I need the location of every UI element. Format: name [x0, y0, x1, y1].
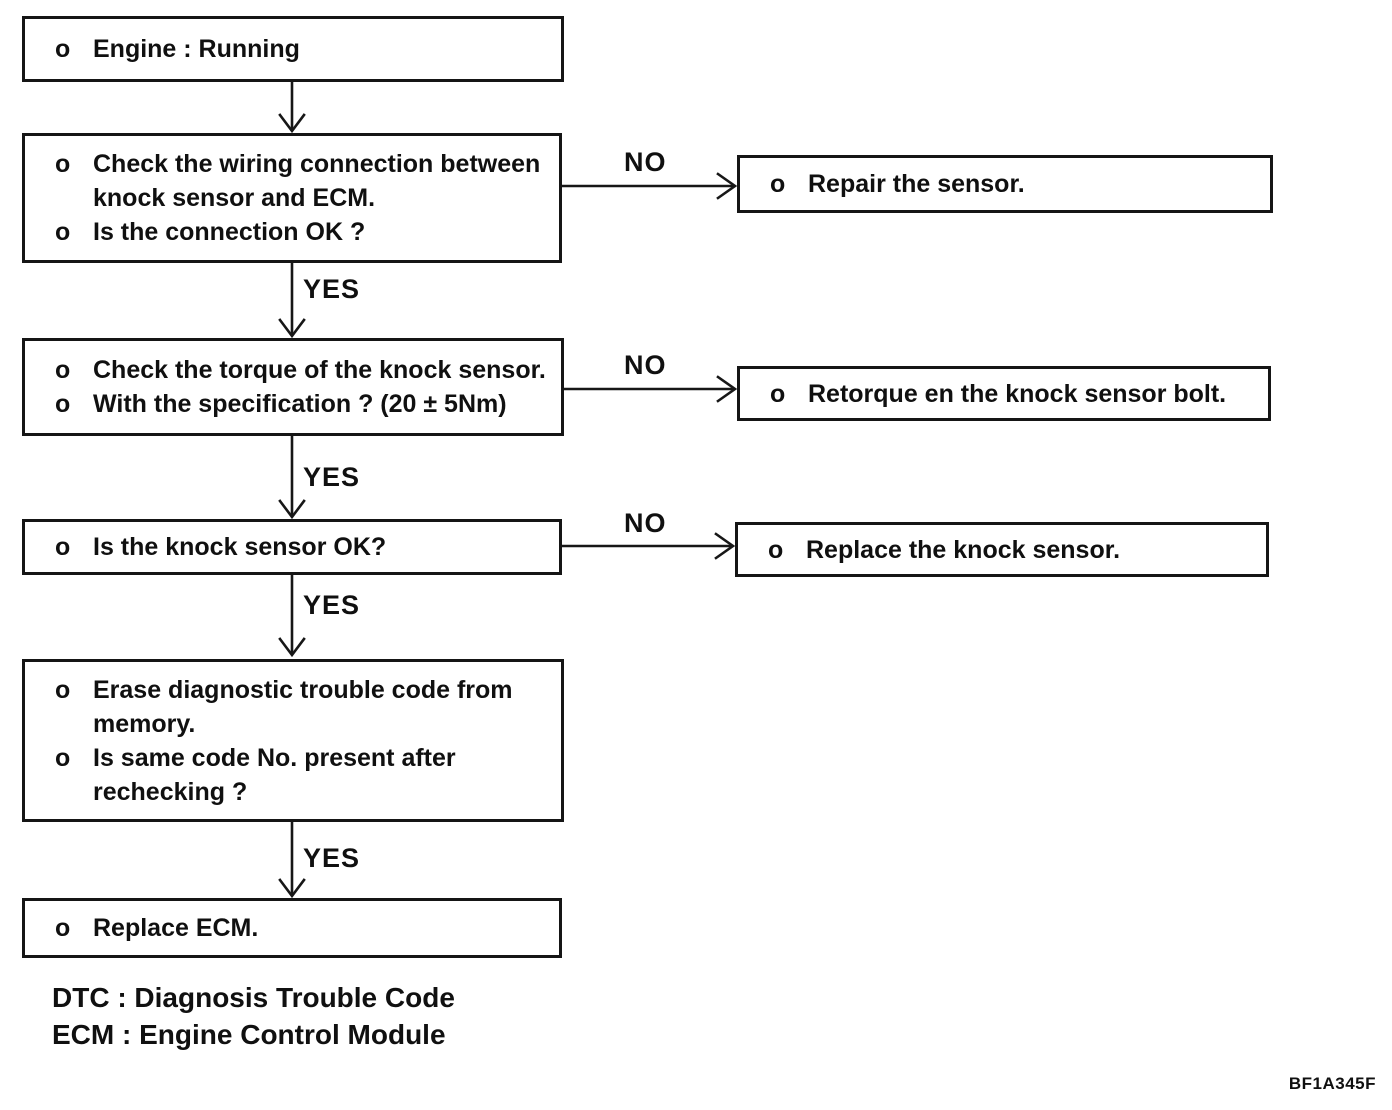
footnote-dtc: DTC : Diagnosis Trouble Code: [52, 982, 455, 1013]
bullet-item: o Repair the sensor.: [770, 167, 1266, 201]
edge-label-no-2: NO: [624, 350, 667, 380]
bullet-text: Is the knock sensor OK?: [93, 533, 387, 561]
bullet-item: o Check the wiring connection between kn…: [55, 147, 555, 215]
arrowhead-down-icon: [278, 318, 306, 339]
bullet-marker: o: [55, 218, 71, 246]
bullet-item: o Check the torque of the knock sensor.: [55, 353, 557, 387]
footnote-ecm: ECM : Engine Control Module: [52, 1019, 446, 1050]
footnotes: DTC : Diagnosis Trouble Code ECM : Engin…: [52, 979, 455, 1053]
bullet-marker: o: [55, 914, 71, 942]
bullet-text: Check the wiring connection between knoc…: [93, 150, 541, 212]
bullet-item: o Erase diagnostic trouble code from mem…: [55, 673, 557, 741]
bullet-marker: o: [55, 533, 71, 561]
bullet-text: Replace ECM.: [93, 914, 259, 942]
bullet-text: Retorque en the knock sensor bolt.: [808, 379, 1227, 408]
edge-label-no-3: NO: [624, 508, 667, 538]
arrowhead-down-icon: [278, 878, 306, 899]
bullet-text: With the specification ? (20 ± 5Nm): [93, 390, 507, 418]
bullet-item: o Replace ECM.: [55, 911, 555, 945]
bullet-marker: o: [55, 390, 71, 418]
bullet-text: Replace the knock sensor.: [806, 535, 1121, 564]
edge-label-yes-4: YES: [303, 843, 361, 873]
bullet-marker: o: [55, 35, 71, 63]
flow-node-engine-running: o Engine : Running: [22, 16, 564, 82]
arrowhead-down-icon: [278, 113, 306, 134]
bullet-text: Repair the sensor.: [808, 170, 1025, 198]
bullet-item: o With the specification ? (20 ± 5Nm): [55, 387, 557, 421]
figure-code: BF1A345F: [1288, 1074, 1376, 1093]
flow-node-replace-knock-sensor: o Replace the knock sensor.: [735, 522, 1269, 577]
bullet-marker: o: [55, 150, 71, 178]
edge-label-no-1: NO: [624, 147, 667, 177]
bullet-item: o Is same code No. present after recheck…: [55, 741, 557, 809]
bullet-text: Check the torque of the knock sensor.: [93, 356, 546, 384]
bullet-text: Engine : Running: [93, 35, 300, 63]
flow-node-retorque-bolt: o Retorque en the knock sensor bolt.: [737, 366, 1271, 421]
flow-node-knock-sensor-ok: o Is the knock sensor OK?: [22, 519, 562, 575]
bullet-item: o Replace the knock sensor.: [768, 533, 1262, 567]
bullet-marker: o: [55, 675, 71, 704]
flow-node-erase-dtc: o Erase diagnostic trouble code from mem…: [22, 659, 564, 822]
arrowhead-down-icon: [278, 637, 306, 658]
edge-label-yes-2: YES: [303, 462, 361, 492]
bullet-text: Is the connection OK ?: [93, 218, 366, 246]
arrowhead-down-icon: [278, 499, 306, 520]
flow-node-check-wiring: o Check the wiring connection between kn…: [22, 133, 562, 263]
bullet-marker: o: [55, 356, 71, 384]
arrowhead-right-icon: [714, 532, 736, 560]
edge-label-yes-3: YES: [303, 590, 361, 620]
bullet-marker: o: [55, 743, 71, 772]
bullet-item: o Retorque en the knock sensor bolt.: [770, 377, 1264, 411]
flow-node-check-torque: o Check the torque of the knock sensor. …: [22, 338, 564, 436]
bullet-item: o Engine : Running: [55, 32, 557, 66]
bullet-marker: o: [768, 535, 784, 564]
flow-node-repair-sensor: o Repair the sensor.: [737, 155, 1273, 213]
bullet-item: o Is the knock sensor OK?: [55, 530, 555, 564]
flow-node-replace-ecm: o Replace ECM.: [22, 898, 562, 958]
edge-label-yes-1: YES: [303, 274, 361, 304]
bullet-item: o Is the connection OK ?: [55, 215, 555, 249]
bullet-text: Erase diagnostic trouble code from memor…: [93, 675, 513, 738]
bullet-marker: o: [770, 170, 786, 198]
bullet-marker: o: [770, 379, 786, 408]
arrowhead-right-icon: [716, 172, 738, 200]
arrowhead-right-icon: [716, 375, 738, 403]
bullet-text: Is same code No. present after recheckin…: [93, 743, 456, 806]
